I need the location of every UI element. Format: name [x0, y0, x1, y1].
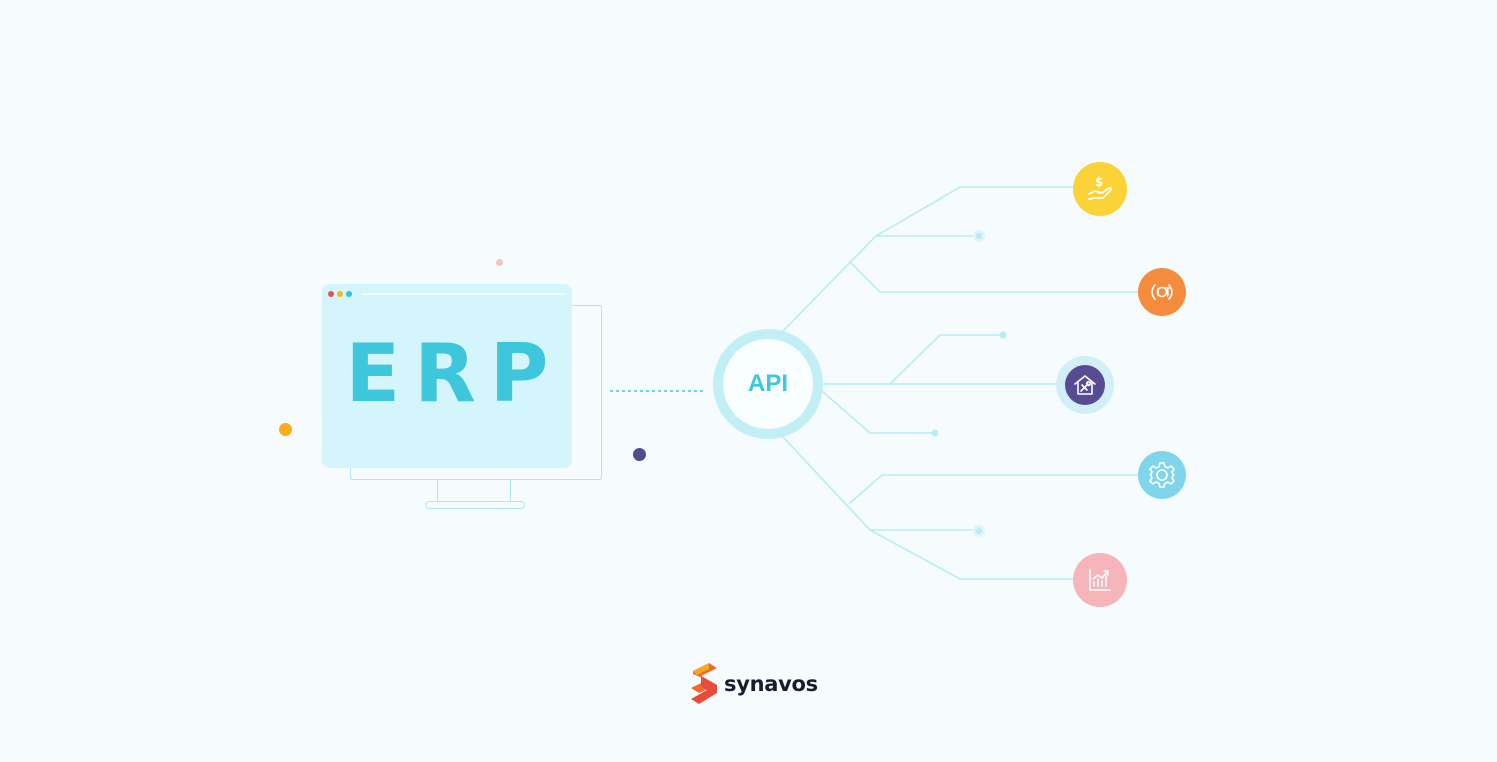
monitor-neck — [437, 480, 511, 502]
house-tools-icon — [1074, 375, 1096, 395]
hand-dollar-icon: $ — [1088, 175, 1112, 200]
service-settings — [1138, 451, 1186, 499]
service-finance: $ — [1073, 162, 1127, 216]
service-real-estate — [1056, 356, 1114, 414]
decorative-dot-pink — [496, 259, 503, 266]
window-minimize-dot — [337, 291, 343, 297]
iot-icon — [1151, 284, 1173, 300]
api-hub-inner: API — [723, 339, 813, 429]
erp-monitor-screen: ERP — [322, 284, 572, 468]
decorative-dot-orange — [279, 423, 292, 436]
brand-name: synavos — [724, 672, 818, 696]
service-analytics — [1073, 553, 1127, 607]
window-close-dot — [328, 291, 334, 297]
gear-icon — [1149, 462, 1175, 488]
service-iot — [1138, 268, 1186, 316]
decorative-dot-purple — [633, 448, 646, 461]
monitor-foot — [425, 501, 525, 509]
api-hub: API — [713, 329, 823, 439]
window-maximize-dot — [346, 291, 352, 297]
synavos-logo-icon — [691, 663, 717, 704]
node-terminals — [931, 230, 1007, 537]
api-label: API — [747, 370, 788, 397]
real-estate-badge — [1065, 365, 1105, 405]
svg-text:$: $ — [1095, 175, 1103, 189]
window-title-bar — [328, 290, 566, 298]
growth-chart-icon — [1089, 569, 1111, 591]
brand-logo: synavos — [690, 663, 818, 705]
window-address-bar — [361, 293, 566, 295]
erp-label: ERP — [345, 327, 563, 420]
